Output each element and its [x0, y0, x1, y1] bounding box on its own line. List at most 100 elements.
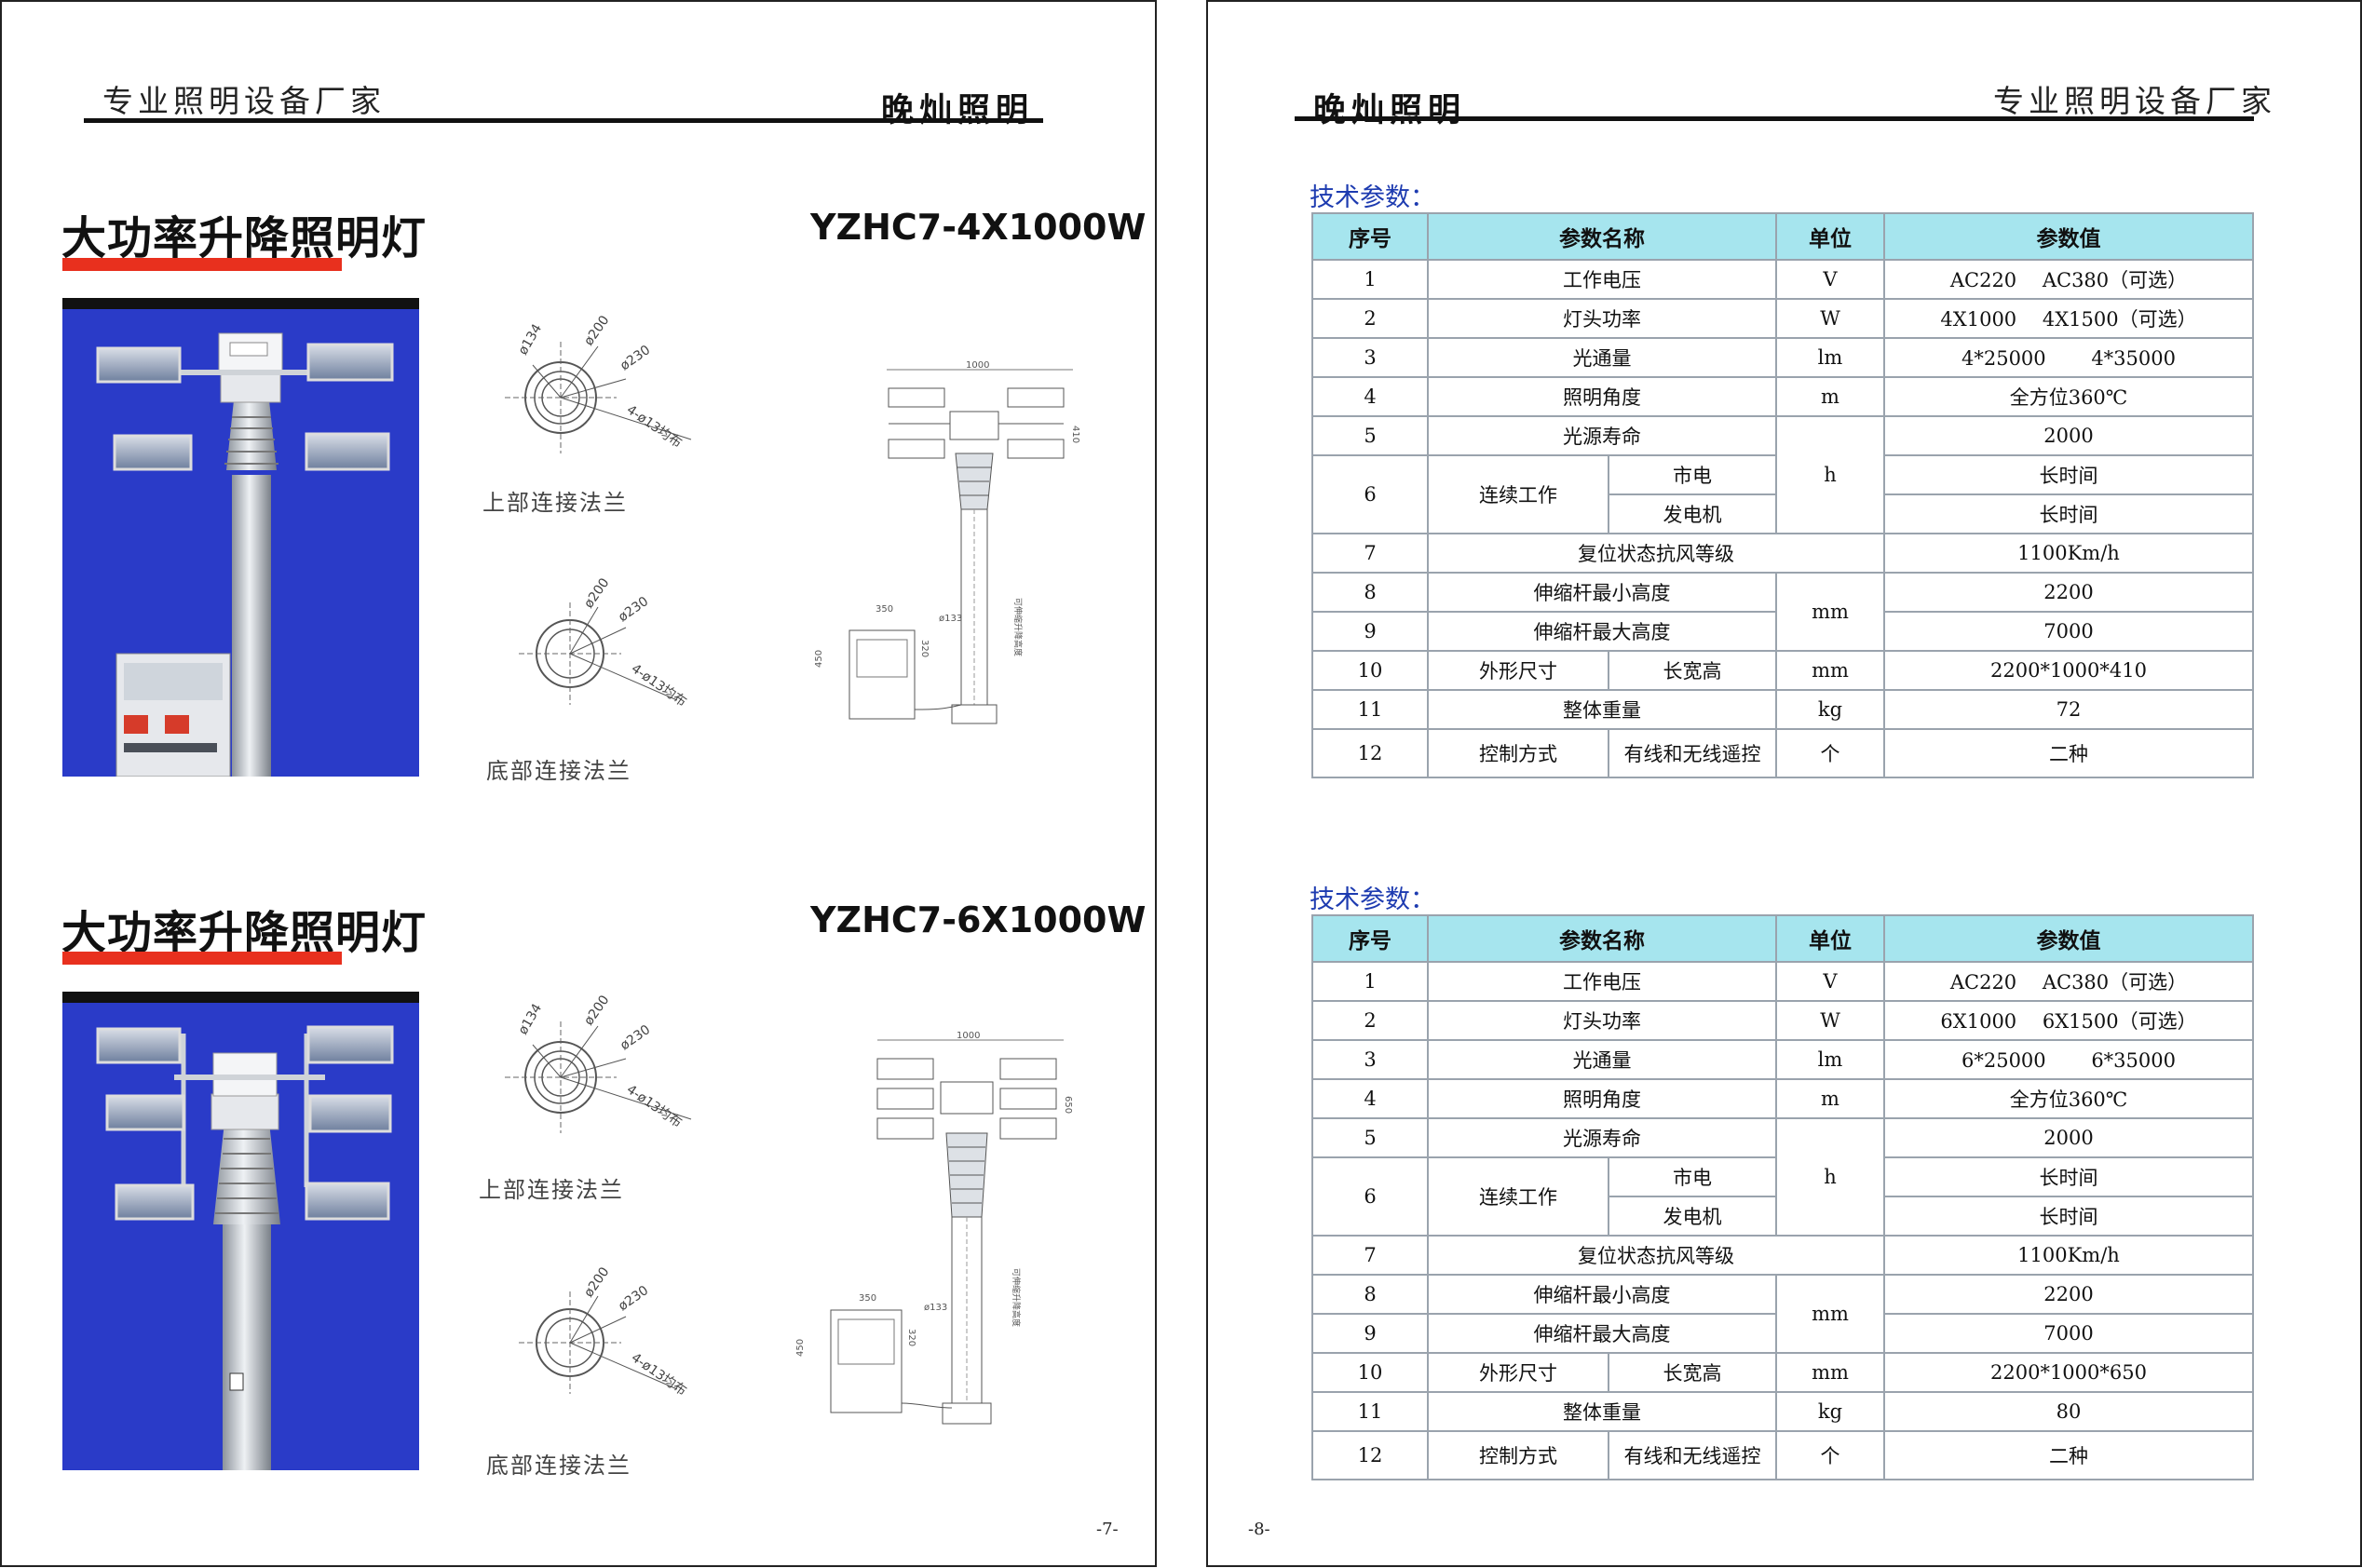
table-cell: 4X1000 4X1500（可选）	[1883, 298, 2254, 339]
dim-label: 1000	[966, 360, 989, 371]
table-cell: 2200	[1883, 1274, 2254, 1315]
table-cell: 光源寿命	[1427, 415, 1777, 456]
table-cell: 光通量	[1427, 1039, 1777, 1080]
product-photo	[62, 992, 419, 1470]
title-underline	[62, 258, 342, 271]
table-cell: 2200	[1883, 572, 2254, 613]
spec-label: 技术参数：	[1310, 885, 1435, 914]
table-cell: 2200*1000*410	[1883, 650, 2254, 691]
spec-label: 技术参数：	[1310, 183, 1435, 212]
dim-label: 450	[795, 1339, 806, 1357]
table-cell: 7	[1311, 1235, 1429, 1276]
table-cell: 10	[1311, 1352, 1429, 1393]
page-number: -8-	[1248, 1520, 1270, 1539]
table-cell: 有线和无线遥控	[1608, 1430, 1777, 1480]
table-cell: 4	[1311, 1078, 1429, 1119]
dim-label: ø133	[939, 614, 962, 624]
dim-label: 410	[1070, 426, 1080, 443]
table-cell: 8	[1311, 572, 1429, 613]
table-cell: mm	[1775, 1274, 1885, 1354]
top-flange-label: 上部连接法兰	[482, 490, 628, 516]
table-cell: 2	[1311, 1000, 1429, 1041]
table-cell: 伸缩杆最小高度	[1427, 1274, 1777, 1315]
header-brand: 晚灿照明	[881, 92, 1035, 129]
table-cell: W	[1775, 298, 1885, 339]
table-cell: V	[1775, 259, 1885, 300]
table-cell: 伸缩杆最小高度	[1427, 572, 1777, 613]
dim-label: ø230	[618, 1022, 653, 1053]
bottom-flange-label: 底部连接法兰	[486, 758, 631, 784]
table-cell: V	[1775, 961, 1885, 1002]
table-cell: 照明角度	[1427, 1078, 1777, 1119]
dim-label: 可伸缩升降高度	[1012, 598, 1024, 656]
table-header-row: 序号 参数名称 单位 参数值	[1311, 914, 2254, 963]
dim-label: ø200	[581, 1264, 612, 1300]
table-cell: 1	[1311, 259, 1429, 300]
header-brand: 晚灿照明	[1313, 92, 1467, 129]
table-cell: 长时间	[1883, 1156, 2254, 1197]
bottom-flange-drawing: ø200 ø230 4-ø13均布	[519, 575, 689, 710]
table-cell: 控制方式	[1427, 728, 1609, 778]
table-cell: 整体重量	[1427, 689, 1777, 730]
table-cell: 7000	[1883, 611, 2254, 652]
dim-label: 4-ø13均布	[624, 402, 685, 451]
product-title: 大功率升降照明灯	[61, 212, 428, 264]
title-underline	[62, 952, 342, 965]
table-cell: kg	[1775, 689, 1885, 730]
table-cell: 9	[1311, 1313, 1429, 1354]
table-cell: 6X1000 6X1500（可选）	[1883, 1000, 2254, 1041]
product-model: YZHC7-6X1000W	[810, 899, 1147, 940]
header-cell: 参数名称	[1427, 914, 1777, 963]
table-cell: 长宽高	[1608, 1352, 1777, 1393]
product-title: 大功率升降照明灯	[61, 907, 428, 959]
table-cell: 二种	[1883, 728, 2254, 778]
dim-label: 650	[1063, 1096, 1073, 1114]
table-cell: 长时间	[1883, 454, 2254, 495]
table-cell: 12	[1311, 1430, 1429, 1480]
catalog-page-left: 专业照明设备厂家 晚灿照明 大功率升降照明灯 YZHC7-4X1000W	[0, 0, 1157, 1567]
table-cell: mm	[1775, 650, 1885, 691]
table-cell: 2200*1000*650	[1883, 1352, 2254, 1393]
table-cell: 12	[1311, 728, 1429, 778]
table-cell: 工作电压	[1427, 259, 1777, 300]
table-cell: h	[1775, 1117, 1885, 1237]
table-cell: 6	[1311, 1156, 1429, 1237]
dim-label: ø200	[581, 993, 612, 1028]
header-cell: 序号	[1311, 914, 1429, 963]
dim-label: 4-ø13均布	[624, 1082, 685, 1130]
table-cell: 4*25000 4*35000	[1883, 337, 2254, 378]
table-row: 发电机长时间	[1312, 493, 2254, 534]
table-cell: 2000	[1883, 1117, 2254, 1158]
table-cell: 3	[1311, 337, 1429, 378]
table-cell: AC220 AC380（可选）	[1883, 259, 2254, 300]
table-cell: 6*25000 6*35000	[1883, 1039, 2254, 1080]
table-cell: 复位状态抗风等级	[1427, 1235, 1885, 1276]
table-cell: 8	[1311, 1274, 1429, 1315]
assembly-drawing: 1000 410 ø133 可伸缩升降高度 350 450 320	[814, 360, 1080, 724]
assembly-drawing: 1000 650 ø133 可伸缩升降高度 350 450 320	[795, 1031, 1073, 1425]
table-cell: mm	[1775, 1352, 1885, 1393]
table-cell: 7	[1311, 533, 1429, 574]
table-cell: 10	[1311, 650, 1429, 691]
table-cell: 连续工作	[1427, 1156, 1609, 1237]
table-cell: 有线和无线遥控	[1608, 728, 1777, 778]
table-cell: 整体重量	[1427, 1391, 1777, 1432]
dim-label: 4-ø13均布	[629, 661, 689, 710]
table-cell: 长时间	[1883, 493, 2254, 534]
table-cell: 市电	[1608, 1156, 1777, 1197]
table-cell: 光通量	[1427, 337, 1777, 378]
dim-label: ø133	[924, 1303, 947, 1313]
table-cell: 11	[1311, 689, 1429, 730]
table-cell: 发电机	[1608, 1196, 1777, 1237]
